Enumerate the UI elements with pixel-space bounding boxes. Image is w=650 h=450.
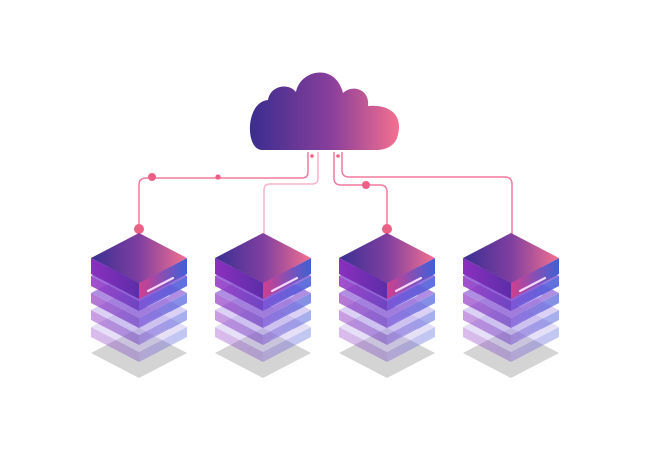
server-stack-icon bbox=[215, 233, 311, 378]
junction-dot bbox=[215, 174, 221, 180]
connector-line-1 bbox=[138, 152, 309, 228]
server-drive-slot bbox=[146, 276, 175, 293]
server-stack-icon bbox=[91, 233, 187, 378]
junction-dot bbox=[148, 173, 156, 181]
cloud-icon bbox=[249, 72, 400, 150]
server-top-face bbox=[91, 233, 187, 283]
server-drive-slot bbox=[394, 276, 423, 293]
junction-dot bbox=[336, 154, 340, 158]
connector-lines bbox=[134, 152, 513, 236]
server-drive-slot bbox=[518, 276, 547, 293]
server-top-left-face bbox=[339, 258, 387, 299]
server-top-face bbox=[463, 233, 559, 283]
server-stack-icon bbox=[463, 233, 559, 378]
server-group bbox=[91, 233, 559, 378]
connection-node-dot bbox=[382, 224, 392, 234]
server-top-left-face bbox=[215, 258, 263, 299]
junction-dot bbox=[362, 181, 370, 189]
junction-dot bbox=[310, 154, 314, 158]
server-top-left-face bbox=[463, 258, 511, 299]
connector-line-4 bbox=[341, 152, 513, 236]
server-drive-slot bbox=[270, 276, 299, 293]
server-top-face bbox=[215, 233, 311, 283]
connector-line-2 bbox=[263, 152, 319, 236]
connection-node-dot bbox=[134, 224, 144, 234]
server-stack-icon bbox=[339, 233, 435, 378]
connector-line-3 bbox=[333, 152, 388, 228]
server-top-left-face bbox=[91, 258, 139, 299]
server-top-face bbox=[339, 233, 435, 283]
